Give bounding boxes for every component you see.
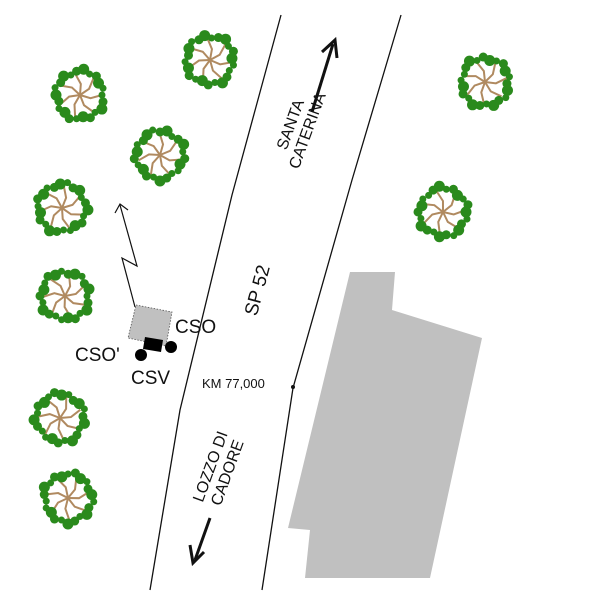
radio-link-symbol	[114, 203, 138, 308]
arrow-north	[310, 36, 339, 113]
label-km: KM 77,000	[202, 376, 265, 391]
tree-icon	[457, 52, 513, 111]
label-csv: CSV	[131, 368, 171, 389]
cso-pit	[165, 341, 177, 353]
tree-icon	[35, 267, 95, 324]
tree-icon	[129, 125, 190, 187]
csv-box	[143, 337, 163, 352]
cso-prime-pit	[135, 349, 147, 361]
tree-icon	[413, 180, 473, 243]
cabinet-area	[127, 304, 173, 347]
km-marker-dot	[291, 385, 295, 389]
tree-icon	[33, 178, 94, 237]
tree-icon	[181, 30, 238, 90]
building	[288, 272, 482, 578]
road-edge-east	[261, 14, 402, 591]
label-cso: CSO	[175, 317, 217, 338]
road-edge-west	[149, 14, 282, 591]
label-cso-prime: CSO'	[75, 345, 120, 366]
tree-icon	[28, 388, 90, 448]
arrow-south	[188, 517, 212, 567]
tree-icon	[38, 468, 98, 530]
tree-icon	[50, 63, 108, 124]
